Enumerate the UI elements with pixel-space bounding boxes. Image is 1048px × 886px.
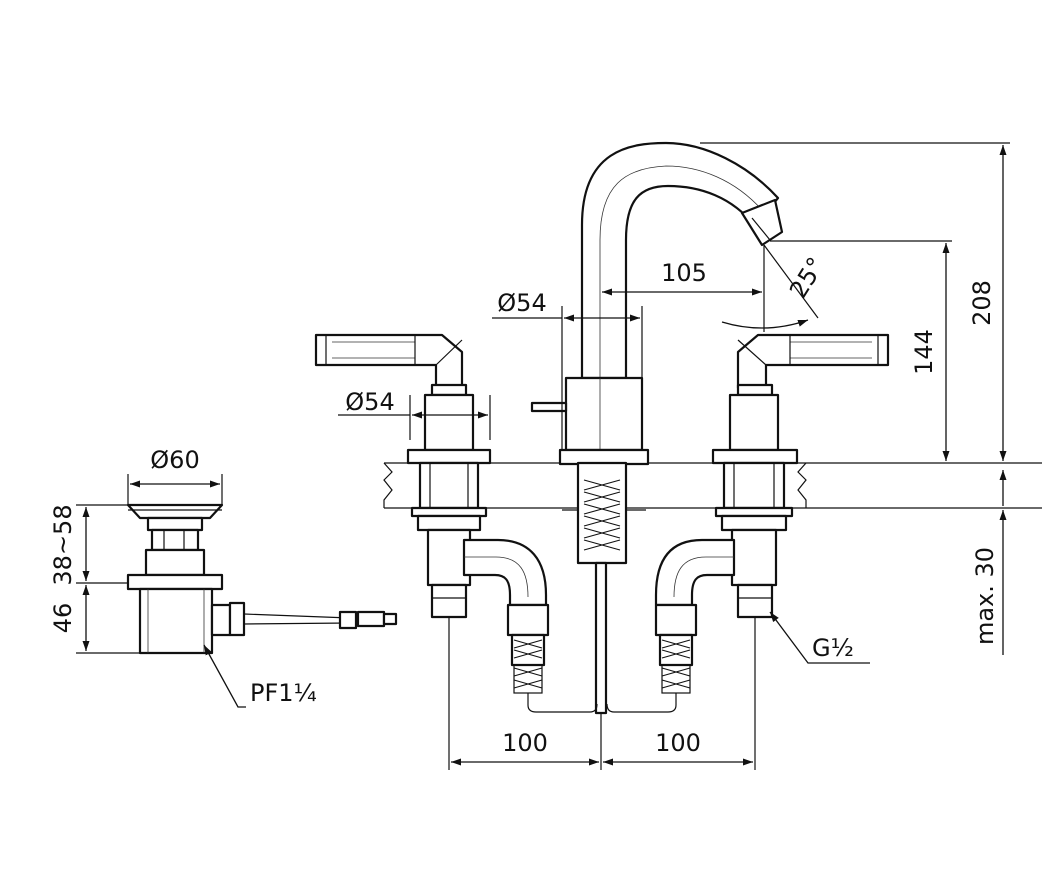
drain-assembly: [126, 503, 398, 655]
deck-thickness-label: max. 30: [971, 547, 999, 645]
right-valve: [606, 333, 890, 713]
dimension-lines: [76, 142, 1010, 770]
drain-diameter-label: Ø60: [150, 446, 199, 474]
drain-thread-label: PF1¼: [250, 679, 317, 707]
supply-thread-label: G½: [812, 634, 854, 662]
spout-angle-label: 25°: [784, 252, 830, 303]
drain-lower-height-label: 46: [49, 603, 77, 634]
handle-diameter-label: Ø54: [345, 388, 394, 416]
drain-upper-height-label: 38~58: [49, 504, 77, 585]
aerator-height-label: 144: [910, 329, 938, 375]
spout-rod: [576, 461, 628, 715]
spout-reach-label: 105: [661, 259, 707, 287]
total-height-label: 208: [968, 280, 996, 326]
left-spacing-label: 100: [502, 729, 548, 757]
countertop-deck: [383, 462, 1042, 509]
right-spacing-label: 100: [655, 729, 701, 757]
left-valve: [314, 333, 598, 713]
spout: [530, 141, 784, 511]
spout-diameter-label: Ø54: [497, 289, 546, 317]
